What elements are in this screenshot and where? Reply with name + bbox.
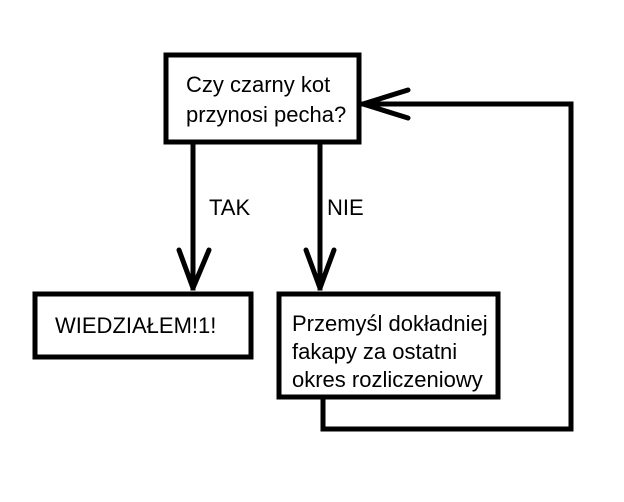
no-arrowhead (303, 247, 337, 291)
yes-result-box (32, 291, 254, 360)
loop-edge (320, 87, 574, 432)
question-node: Czy czarny kot przynosi pecha? (163, 52, 362, 145)
no-action-line-1: Przemyśl dokładniej (292, 311, 488, 336)
no-action-node: Przemyśl dokładniej fakapy za ostatni ok… (276, 291, 501, 400)
loop-arrowhead (360, 87, 411, 121)
loop-edge-line (320, 101, 574, 432)
question-box (163, 52, 362, 145)
question-line-2: przynosi pecha? (186, 102, 346, 127)
yes-edge: TAK (176, 141, 250, 291)
no-edge: NIE (303, 141, 364, 291)
yes-arrowhead (176, 247, 212, 291)
no-edge-label: NIE (327, 195, 364, 220)
yes-result-node: WIEDZIAŁEM!1! (32, 291, 254, 360)
no-action-line-3: okres rozliczeniowy (292, 367, 483, 392)
no-action-box (276, 291, 501, 400)
question-line-1: Czy czarny kot (186, 72, 330, 97)
no-action-line-2: fakapy za ostatni (292, 339, 457, 364)
yes-result-text: WIEDZIAŁEM!1! (55, 313, 216, 338)
yes-edge-label: TAK (209, 195, 250, 220)
